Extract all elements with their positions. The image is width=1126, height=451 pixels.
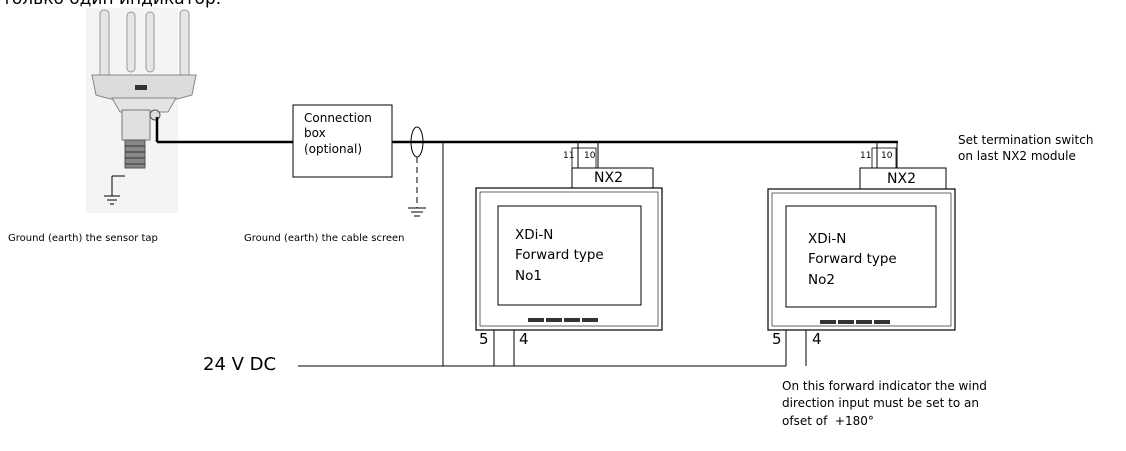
button-icon	[838, 320, 854, 324]
screen-1	[497, 205, 642, 306]
button-icon	[856, 320, 872, 324]
button-icon	[546, 318, 562, 322]
power-terminal-4: 4	[519, 330, 529, 348]
button-icon	[528, 318, 544, 322]
button-icon	[564, 318, 580, 322]
termination-note: Set termination switch on last NX2 modul…	[958, 133, 1094, 163]
button-icon	[874, 320, 890, 324]
power-terminal-5: 5	[772, 330, 782, 348]
indicator-2	[767, 142, 956, 331]
terminal-11-label: 11	[860, 151, 872, 161]
nx2-label: NX2	[594, 170, 623, 186]
button-icon	[820, 320, 836, 324]
terminal-10-label: 10	[584, 151, 596, 161]
supply-voltage-label: 24 V DC	[203, 354, 277, 375]
power-terminal-5: 5	[479, 330, 489, 348]
indicator-1	[475, 142, 663, 331]
screen-2	[785, 205, 937, 308]
cable-screen-ground-icon	[408, 126, 426, 217]
terminal-10-label: 10	[881, 151, 893, 161]
terminal-11-label: 11	[563, 151, 575, 161]
screen-text: XDi-N Forward type No1	[515, 227, 604, 284]
wind-sensor-icon	[86, 8, 197, 213]
connection-box	[292, 104, 393, 178]
screen-text: XDi-N Forward type No2	[808, 231, 897, 288]
sensor-ground-label: Ground (earth) the sensor tap	[8, 233, 158, 244]
nx2-label: NX2	[887, 171, 916, 187]
button-icon	[582, 318, 598, 322]
offset-note: On this forward indicator the wind direc…	[782, 379, 987, 428]
header-text: только один индикатор.	[2, 0, 221, 10]
cable-ground-label: Ground (earth) the cable screen	[244, 233, 405, 244]
connection-box-label: Connection box (optional)	[304, 111, 372, 156]
power-terminal-4: 4	[812, 330, 822, 348]
